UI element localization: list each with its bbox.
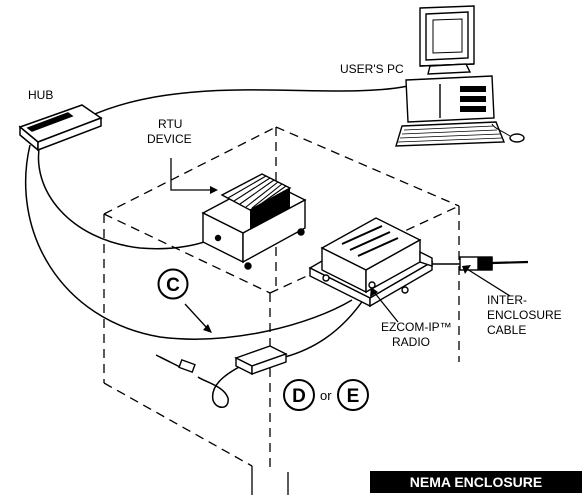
power-cord [197, 357, 259, 408]
hub-radio-cable [24, 144, 353, 340]
nema-enclosure-outline [103, 126, 460, 470]
rtu-label-line2: DEVICE [147, 132, 192, 146]
hub-pc-cable [87, 85, 409, 118]
hub-device [18, 104, 103, 152]
callout-c-letter: C [166, 275, 180, 296]
callout-e-letter: E [347, 386, 360, 407]
callout-c: C [157, 268, 189, 300]
cable-label-line1: INTER- [487, 293, 527, 307]
radio-leader [373, 291, 399, 323]
hub-rtu-cable [37, 142, 218, 250]
ezcom-ip-radio-unit [308, 217, 434, 308]
users-pc-label: USER'S PC [340, 62, 404, 76]
nema-enclosure-banner: NEMA ENCLOSURE [370, 471, 582, 493]
callout-or-text: or [320, 388, 332, 403]
cable-label-line3: CABLE [487, 323, 526, 337]
callout-c-leader [184, 303, 208, 329]
rtu-leader [170, 158, 210, 191]
rtu-device-unit [201, 173, 307, 270]
leader-arrows [170, 158, 511, 333]
users-pc-computer [395, 5, 525, 147]
callout-d: D [283, 379, 315, 411]
rtu-label-line1: RTU [158, 117, 182, 131]
radio-label-line1: EZCOM-IP™ [381, 320, 452, 334]
cable-leader [466, 268, 511, 297]
radio-power-lead [284, 295, 367, 358]
callout-d-letter: D [292, 386, 306, 407]
hub-label: HUB [28, 88, 53, 102]
power-adapter [155, 345, 288, 376]
cable-label-line2: ENCLOSURE [487, 308, 562, 322]
callout-e: E [337, 379, 369, 411]
nema-enclosure-title: NEMA ENCLOSURE [410, 474, 543, 490]
radio-label-line2: RADIO [392, 335, 430, 349]
mounting-pole [251, 466, 289, 495]
